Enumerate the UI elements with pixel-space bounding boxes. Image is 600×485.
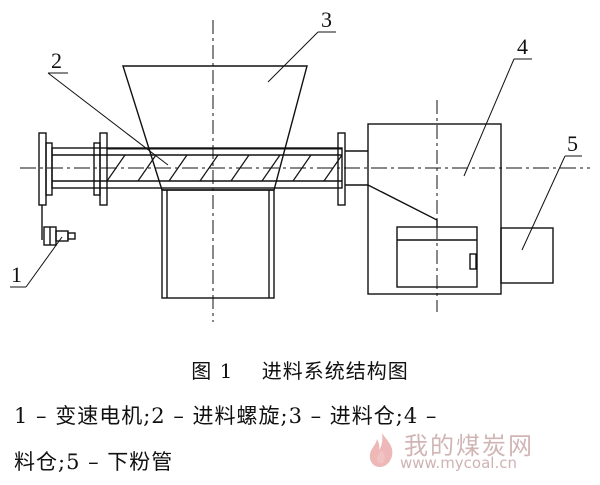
storage-bin xyxy=(367,100,502,312)
feed-screw xyxy=(20,147,590,189)
connecting-duct xyxy=(345,150,438,227)
leader-lines xyxy=(10,31,582,288)
part-label-3: 3 xyxy=(321,7,332,32)
flame-logo-icon xyxy=(369,433,393,467)
discharge-pipe xyxy=(500,227,554,284)
legend-line-2: 料仓;5 – 下粉管 xyxy=(14,450,174,474)
feed-system-structure-diagram: 1 2 3 4 5 xyxy=(10,7,590,322)
shaft-flanges xyxy=(38,132,346,206)
watermark-site-name: 我的煤炭网 xyxy=(404,432,534,460)
figure-caption: 图 1 进料系统结构图 xyxy=(191,359,409,383)
part-label-1: 1 xyxy=(11,262,22,287)
legend-line-1: 1 – 变速电机;2 – 进料螺旋;3 – 进料仓;4 – xyxy=(14,404,438,428)
variable-speed-motor xyxy=(41,205,76,246)
part-label-4: 4 xyxy=(517,34,528,59)
site-watermark: 我的煤炭网 www.mycoal.cn xyxy=(356,426,592,476)
part-label-5: 5 xyxy=(567,131,578,156)
watermark-site-url: www.mycoal.cn xyxy=(400,454,517,472)
feed-hopper xyxy=(122,20,308,322)
part-label-2: 2 xyxy=(51,48,62,73)
part-labels: 1 2 3 4 5 xyxy=(11,7,578,287)
